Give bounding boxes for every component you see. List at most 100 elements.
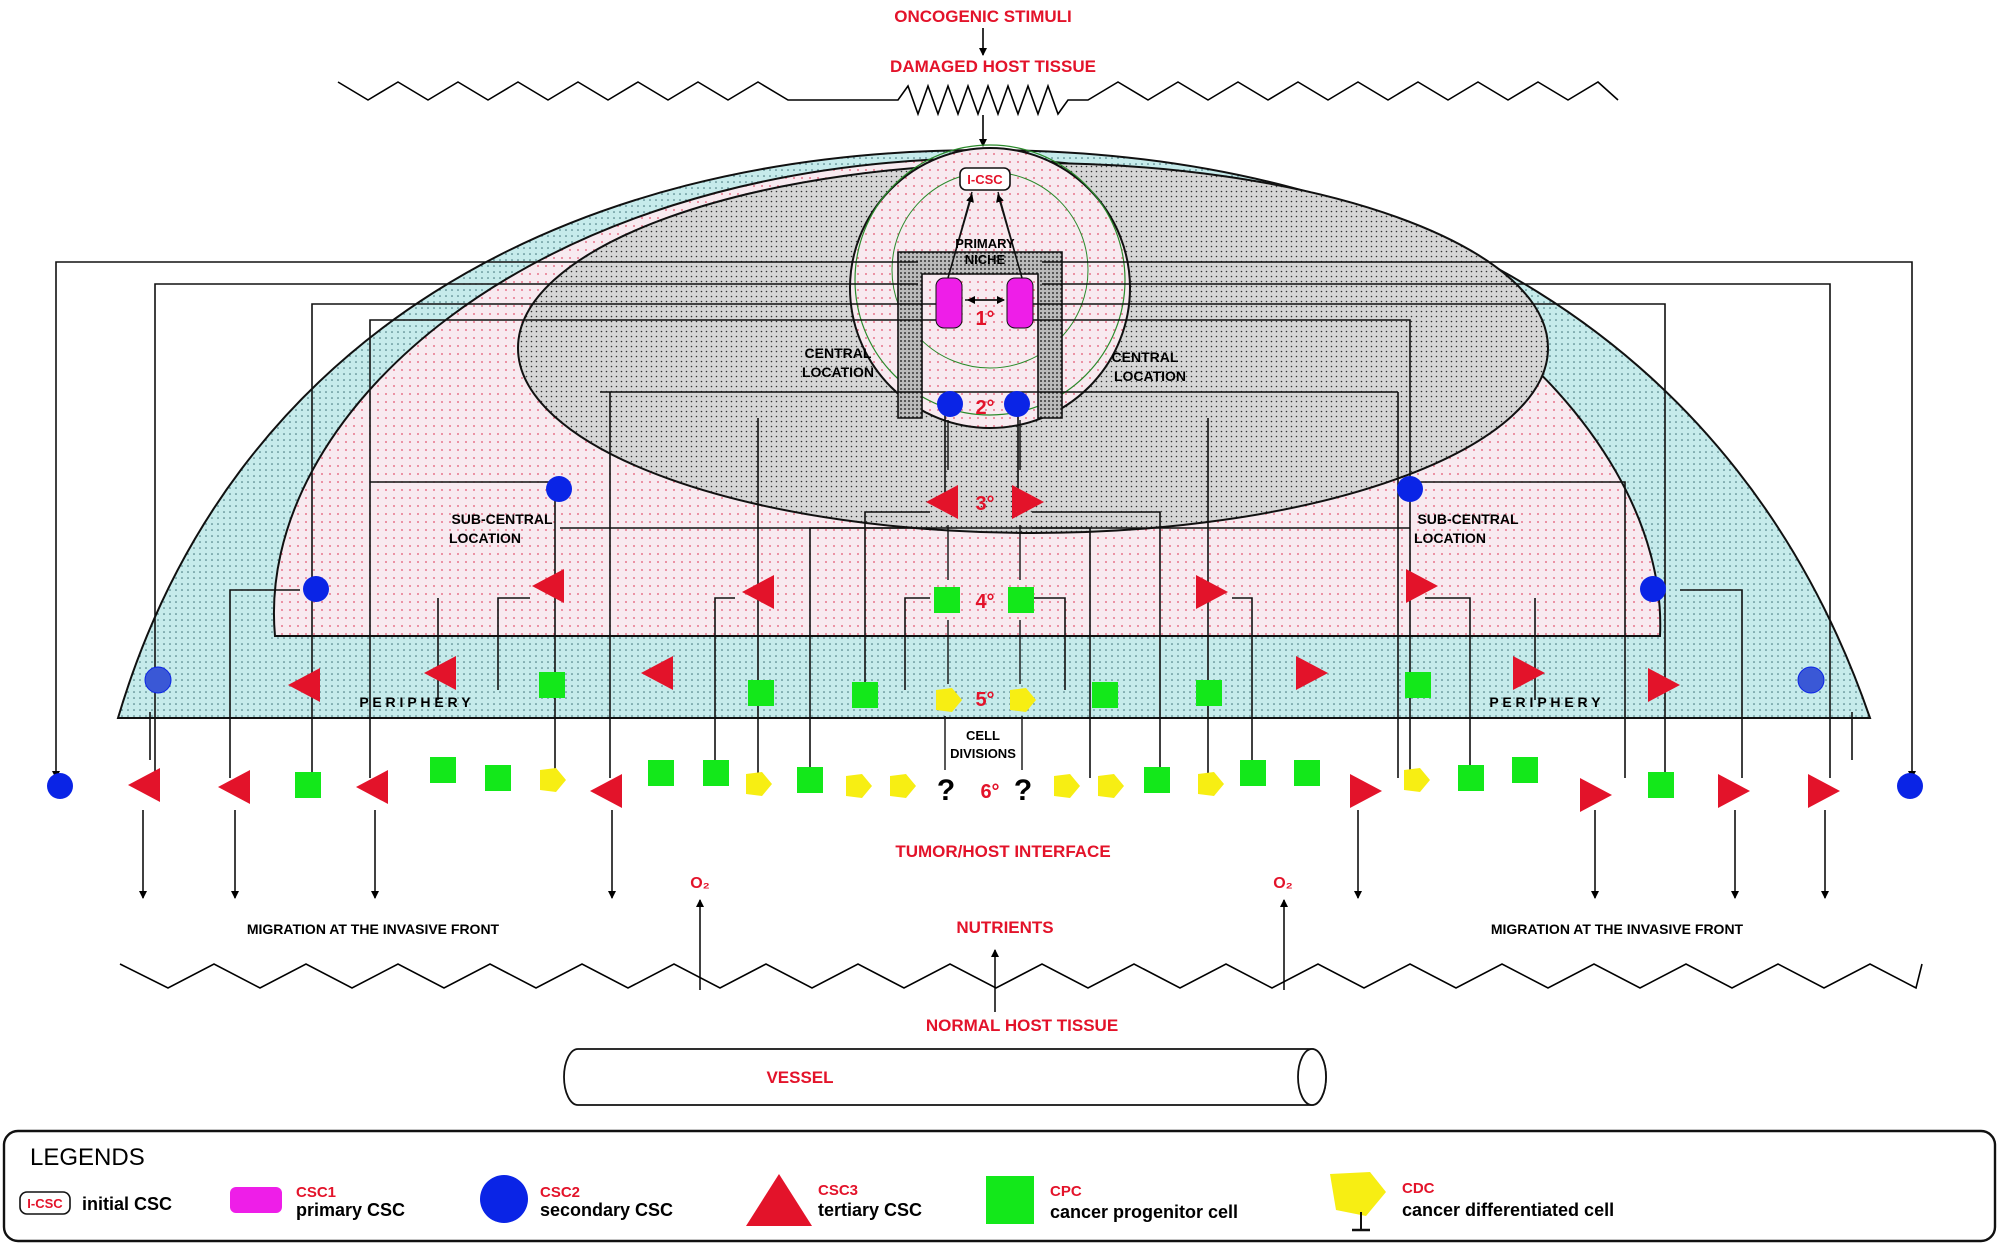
legend-csc3-desc: tertiary CSC <box>818 1200 922 1220</box>
legend-csc1-desc: primary CSC <box>296 1200 405 1220</box>
central-location-right-2: LOCATION <box>1114 368 1186 384</box>
csc3-cell <box>128 768 160 802</box>
csc3-cell <box>641 656 673 690</box>
csc3-cell <box>218 770 250 804</box>
cell-divisions-label-2: DIVISIONS <box>950 746 1016 761</box>
cdc-cell <box>846 774 872 798</box>
cpc-cell <box>648 760 674 786</box>
csc2-cell <box>1397 476 1423 502</box>
cpc-cell <box>295 772 321 798</box>
csc3-cell <box>1406 569 1438 603</box>
cpc-cell <box>797 767 823 793</box>
csc3-cell <box>1350 774 1382 808</box>
csc3-cell <box>532 569 564 603</box>
unknown-division-right: ? <box>1014 774 1032 807</box>
damaged-host-tissue-label: DAMAGED HOST TISSUE <box>890 57 1096 76</box>
generation-5-label: 5° <box>975 689 994 711</box>
sub-central-label-left-1: SUB-CENTRAL <box>451 511 553 527</box>
csc2-cell <box>303 576 329 602</box>
vessel-label: VESSEL <box>766 1068 833 1087</box>
legend-icsc-badge <box>19 1191 71 1215</box>
initial-csc-text: I-CSC <box>967 172 1003 187</box>
csc2-cell <box>546 476 572 502</box>
legend-cdc-name: CDC <box>1402 1180 1435 1197</box>
csc3-cell <box>1580 778 1612 812</box>
cpc-cell <box>1294 760 1320 786</box>
csc3-cell <box>288 668 320 702</box>
cdc-cell <box>540 768 566 792</box>
legend-cdc-icon <box>1330 1172 1386 1232</box>
generation-6-label: 6° <box>980 781 999 803</box>
legend-icsc-badge-text: I-CSC <box>27 1196 63 1211</box>
central-location-left-1: CENTRAL <box>805 345 872 361</box>
legend-icsc-desc: initial CSC <box>82 1194 172 1214</box>
csc3-cell <box>424 656 456 690</box>
generation-4-label: 4° <box>975 591 994 613</box>
cpc-cell <box>1405 672 1431 698</box>
central-location-right-1: CENTRAL <box>1112 349 1179 365</box>
legend-title: LEGENDS <box>30 1144 145 1171</box>
generation-2-label: 2° <box>975 397 994 419</box>
sub-central-label-left-2: LOCATION <box>449 530 521 546</box>
csc3-cell <box>1718 774 1750 808</box>
vessel <box>563 1048 1327 1106</box>
csc2-cell <box>47 773 73 799</box>
oxygen-label-left: O₂ <box>690 875 710 892</box>
cdc-cell <box>1010 688 1036 712</box>
cpc-cell <box>1008 587 1034 613</box>
legend-cpc-name: CPC <box>1050 1183 1082 1200</box>
primary-niche-label-1: PRIMARY <box>955 236 1015 251</box>
cdc-cell <box>890 774 916 798</box>
cdc-cell <box>1098 774 1124 798</box>
cpc-cell <box>539 672 565 698</box>
legend-csc2-icon <box>480 1175 528 1223</box>
csc2-cell <box>1640 576 1666 602</box>
normal-host-tissue-label: NORMAL HOST TISSUE <box>926 1016 1118 1035</box>
cpc-cell <box>1648 772 1674 798</box>
sub-central-label-right-2: LOCATION <box>1414 530 1486 546</box>
cell-divisions-label-1: CELL <box>966 728 1000 743</box>
csc3-cell <box>1808 774 1840 808</box>
migration-label-left: MIGRATION AT THE INVASIVE FRONT <box>247 921 500 937</box>
sub-central-label-right-1: SUB-CENTRAL <box>1417 511 1519 527</box>
csc2-cell <box>1004 391 1030 417</box>
csc3-cell <box>742 575 774 609</box>
legend-csc1-name: CSC1 <box>296 1184 336 1201</box>
legend-csc2-name: CSC2 <box>540 1184 580 1201</box>
damaged-tissue-zigzag <box>337 81 1619 117</box>
central-location-left-2: LOCATION <box>802 364 874 380</box>
cdc-cell <box>1198 772 1224 796</box>
primary-niche-green-circle <box>854 144 1126 416</box>
cpc-cell <box>748 680 774 706</box>
csc3-cell <box>590 774 622 808</box>
periphery-label-left: P E R I P H E R Y <box>359 694 471 710</box>
cdc-cell <box>1404 768 1430 792</box>
legend-csc3-name: CSC3 <box>818 1182 858 1199</box>
migration-label-right: MIGRATION AT THE INVASIVE FRONT <box>1491 921 1744 937</box>
csc1-cell-left <box>935 277 963 329</box>
cpc-cell <box>430 757 456 783</box>
csc2-cell <box>937 391 963 417</box>
cpc-cell <box>703 760 729 786</box>
cpc-cell <box>1092 682 1118 708</box>
cdc-cell <box>746 772 772 796</box>
unknown-division-left: ? <box>937 774 955 807</box>
cpc-cell <box>934 587 960 613</box>
legend-csc2-desc: secondary CSC <box>540 1200 673 1220</box>
csc2-cell <box>1797 666 1825 694</box>
legend: LEGENDS I-CSC initial CSC CSC1 primary C… <box>2 1129 1997 1243</box>
csc2-cell <box>144 666 172 694</box>
nutrients-label: NUTRIENTS <box>956 918 1053 937</box>
legend-cdc-desc: cancer differentiated cell <box>1402 1200 1614 1220</box>
csc1-cell-right <box>1006 277 1034 329</box>
cdc-cell <box>936 688 962 712</box>
legend-csc3-icon <box>746 1174 812 1226</box>
csc3-cell <box>356 770 388 804</box>
csc3-cell <box>926 485 958 519</box>
cpc-cell <box>1458 765 1484 791</box>
csc3-cell <box>1513 656 1545 690</box>
csc3-cell <box>1012 485 1044 519</box>
csc2-cell <box>1897 773 1923 799</box>
legend-csc1-icon <box>230 1187 282 1213</box>
